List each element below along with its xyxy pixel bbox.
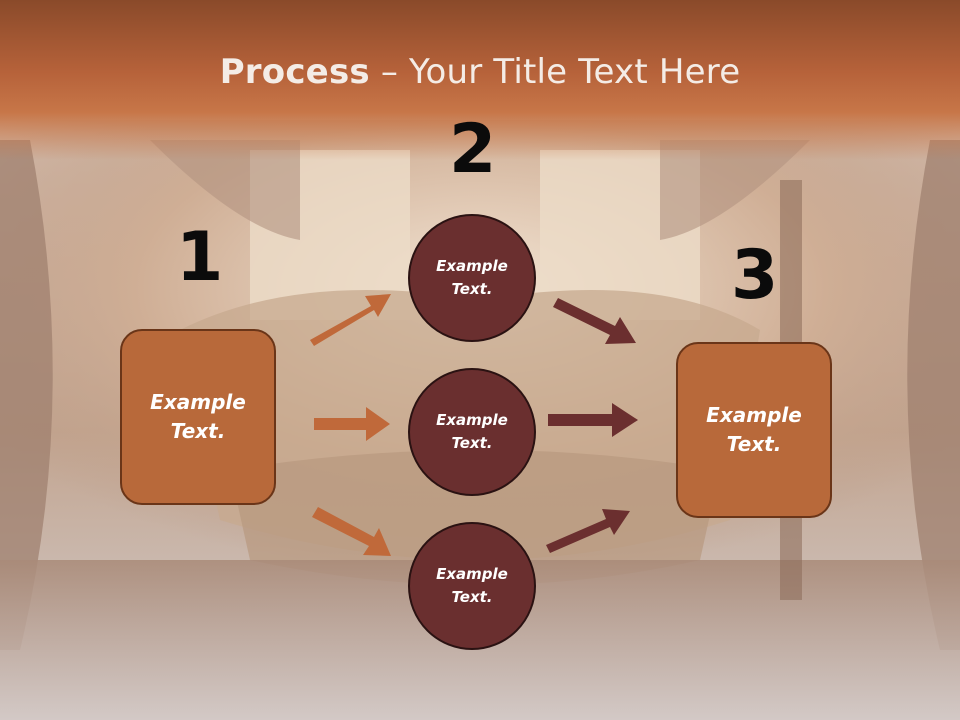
step-number-2: 2 bbox=[449, 110, 497, 189]
right-box: Example Text. bbox=[676, 342, 832, 518]
arrow-right-left bbox=[314, 407, 390, 441]
title-rest: – Your Title Text Here bbox=[369, 52, 741, 92]
arrow-up-right-right bbox=[546, 509, 630, 553]
title-band bbox=[0, 0, 960, 160]
step-number-3: 3 bbox=[731, 236, 779, 315]
circle-middle-line1: Example bbox=[436, 411, 508, 429]
left-box: Example Text. bbox=[120, 329, 276, 505]
arrow-right-right bbox=[548, 403, 638, 437]
right-arrows bbox=[546, 298, 638, 553]
right-box-line1: Example bbox=[706, 403, 802, 427]
circle-bottom: Example Text. bbox=[408, 522, 536, 650]
circle-top-line1: Example bbox=[436, 257, 508, 275]
circle-middle-line2: Text. bbox=[451, 434, 493, 452]
circle-bottom-line2: Text. bbox=[451, 588, 493, 606]
arrow-down-right-left bbox=[312, 507, 391, 556]
title-bold: Process bbox=[219, 52, 370, 92]
step-number-1: 1 bbox=[176, 218, 224, 297]
arrow-down-right-right bbox=[553, 298, 636, 344]
circle-bottom-line1: Example bbox=[436, 565, 508, 583]
left-box-line1: Example bbox=[150, 390, 246, 414]
right-box-line2: Text. bbox=[726, 432, 782, 456]
circle-top: Example Text. bbox=[408, 214, 536, 342]
circle-middle: Example Text. bbox=[408, 368, 536, 496]
left-arrows bbox=[310, 294, 391, 556]
arrow-up-right-left bbox=[310, 294, 391, 346]
circle-top-line2: Text. bbox=[451, 280, 493, 298]
left-box-line2: Text. bbox=[170, 419, 226, 443]
slide-title: Process – Your Title Text Here bbox=[0, 52, 960, 92]
